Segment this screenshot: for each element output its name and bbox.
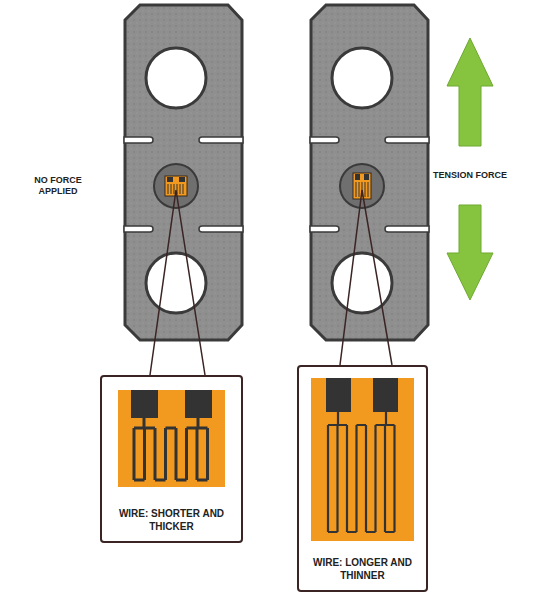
state-label: NO FORCE APPLIED — [22, 175, 94, 197]
steel-plate — [124, 5, 243, 340]
tension-arrow — [447, 38, 493, 146]
callout-box: WIRE: LONGER AND THINNER — [297, 365, 428, 592]
leader-line — [340, 190, 392, 365]
tension-arrow — [447, 205, 493, 300]
force-label: TENSION FORCE — [432, 170, 508, 181]
strain-gauge-enlarged — [311, 378, 414, 541]
callout-text: WIRE: SHORTER AND THICKER — [112, 507, 231, 533]
strain-gauge-enlarged — [118, 390, 225, 487]
callout-text: WIRE: LONGER AND THINNER — [309, 556, 416, 582]
steel-plate — [310, 5, 429, 340]
callout-box: WIRE: SHORTER AND THICKER — [100, 375, 243, 543]
leader-line — [150, 190, 205, 375]
